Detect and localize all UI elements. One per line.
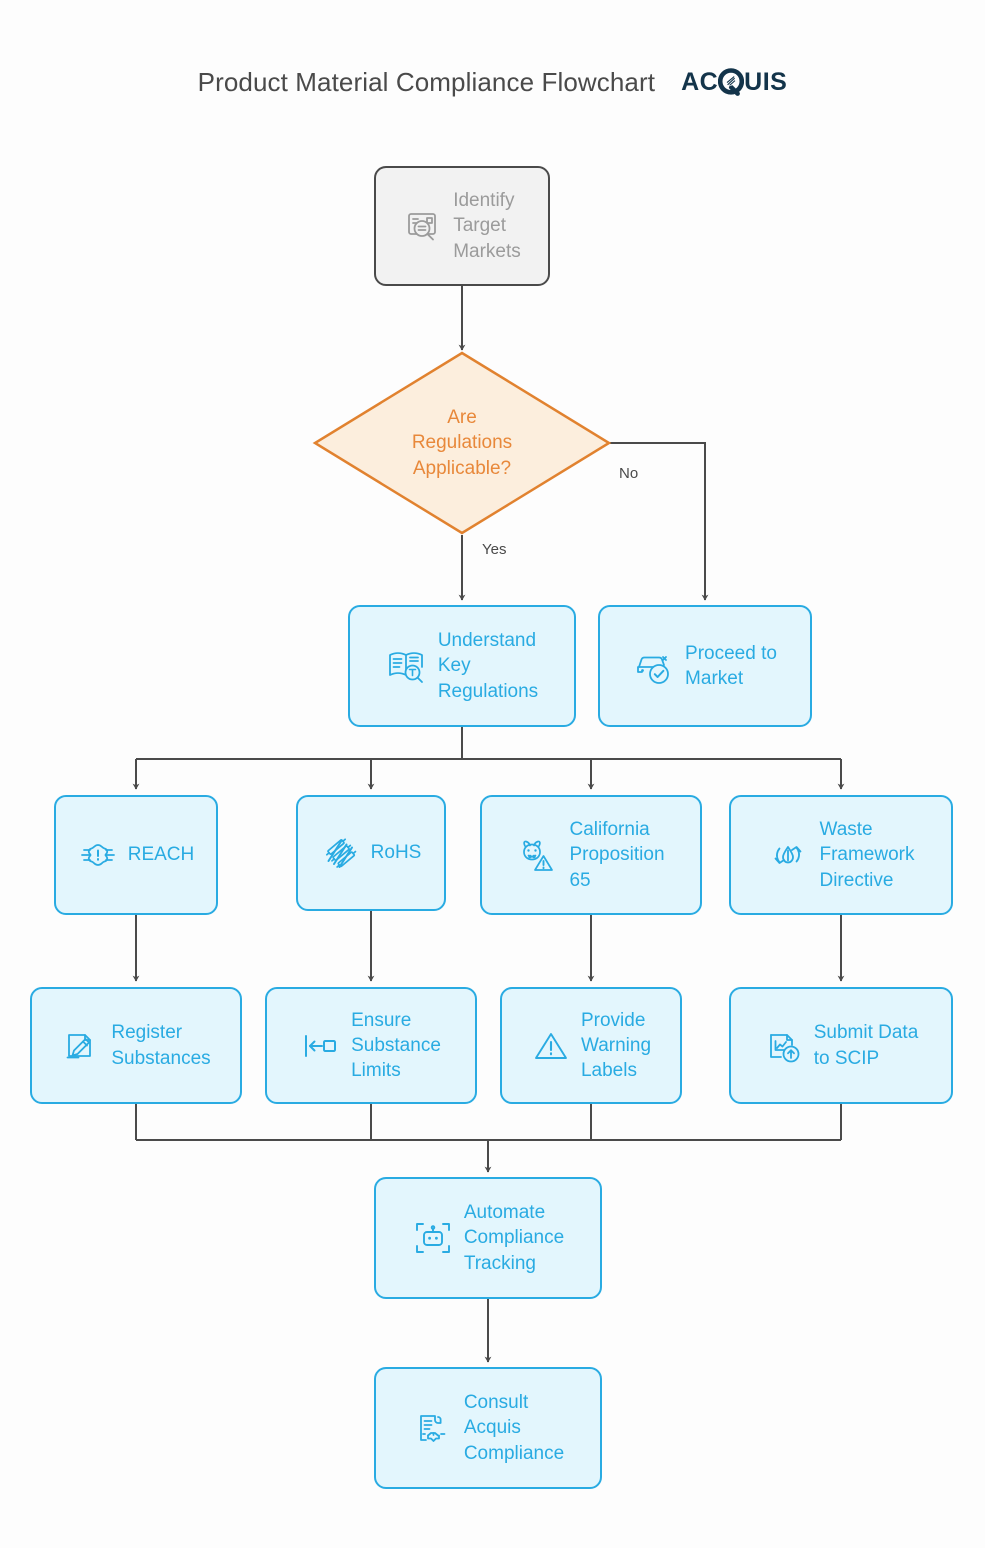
node-ensure-substance-limits[interactable]: Ensure Substance Limits [265, 987, 477, 1104]
warning-triangle-icon [531, 1026, 571, 1066]
node-label: Register Substances [111, 1022, 211, 1069]
node-submit-data-to-scip[interactable]: Submit Data to SCIP [729, 987, 953, 1104]
edge-label-yes: Yes [482, 541, 507, 558]
node-automate-compliance-tracking[interactable]: Automate Compliance Tracking [374, 1177, 602, 1299]
node-waste-framework-directive[interactable]: Waste Framework Directive [729, 795, 953, 915]
node-proceed-to-market[interactable]: Proceed to Market [598, 605, 812, 727]
node-understand-key-regulations[interactable]: Understand Key Regulations [348, 605, 576, 727]
node-consult-acquis-compliance[interactable]: Consult Acquis Compliance [374, 1367, 602, 1489]
node-california-proposition-65[interactable]: California Proposition 65 [480, 795, 702, 915]
document-search-icon [403, 206, 443, 246]
logo-letter-q [718, 68, 745, 96]
node-label: REACH [127, 844, 195, 866]
logo-text-uis: UIS [744, 67, 788, 96]
contract-handshake-icon [412, 1407, 454, 1449]
node-are-regulations-applicable[interactable]: Are Regulations Applicable? [312, 350, 612, 536]
document-pen-icon [61, 1026, 101, 1066]
car-check-icon [633, 645, 675, 687]
node-label: RoHS [370, 842, 422, 864]
molecule-alert-icon [78, 835, 118, 875]
node-label: Understand Key Regulations [437, 630, 539, 702]
animal-warning-icon [517, 834, 559, 876]
recycle-leaf-icon [767, 834, 809, 876]
node-label: Automate Compliance Tracking [463, 1202, 565, 1274]
node-label: Submit Data to SCIP [813, 1022, 919, 1069]
node-label: California Proposition 65 [569, 819, 665, 891]
node-label: Provide Warning Labels [580, 1009, 652, 1082]
node-rohs[interactable]: RoHS [296, 795, 446, 911]
node-reach[interactable]: REACH [54, 795, 218, 915]
diamond-shape [312, 351, 612, 535]
node-identify-target-markets[interactable]: Identify Target Markets [374, 166, 550, 286]
node-provide-warning-labels[interactable]: Provide Warning Labels [500, 987, 682, 1104]
robot-scan-icon [412, 1217, 454, 1259]
node-label: Consult Acquis Compliance [463, 1392, 565, 1464]
slashed-components-icon [321, 833, 361, 873]
node-label: Ensure Substance Limits [351, 1009, 441, 1082]
limit-arrow-icon [301, 1026, 341, 1066]
document-upload-chart-icon [764, 1026, 804, 1066]
logo-text-ac: AC [681, 67, 719, 96]
book-search-text-icon [386, 645, 428, 687]
node-label: Proceed to Market [685, 642, 777, 689]
node-register-substances[interactable]: Register Substances [30, 987, 242, 1104]
header: Product Material Compliance Flowchart AC… [0, 58, 985, 106]
node-label: Are Regulations Applicable? [411, 407, 513, 479]
node-label: Waste Framework Directive [819, 819, 915, 891]
node-label: Identify Target Markets [453, 190, 521, 262]
acquis-logo: AC UIS [681, 68, 787, 97]
page-title: Product Material Compliance Flowchart [197, 66, 656, 97]
edge-label-no: No [619, 465, 639, 482]
